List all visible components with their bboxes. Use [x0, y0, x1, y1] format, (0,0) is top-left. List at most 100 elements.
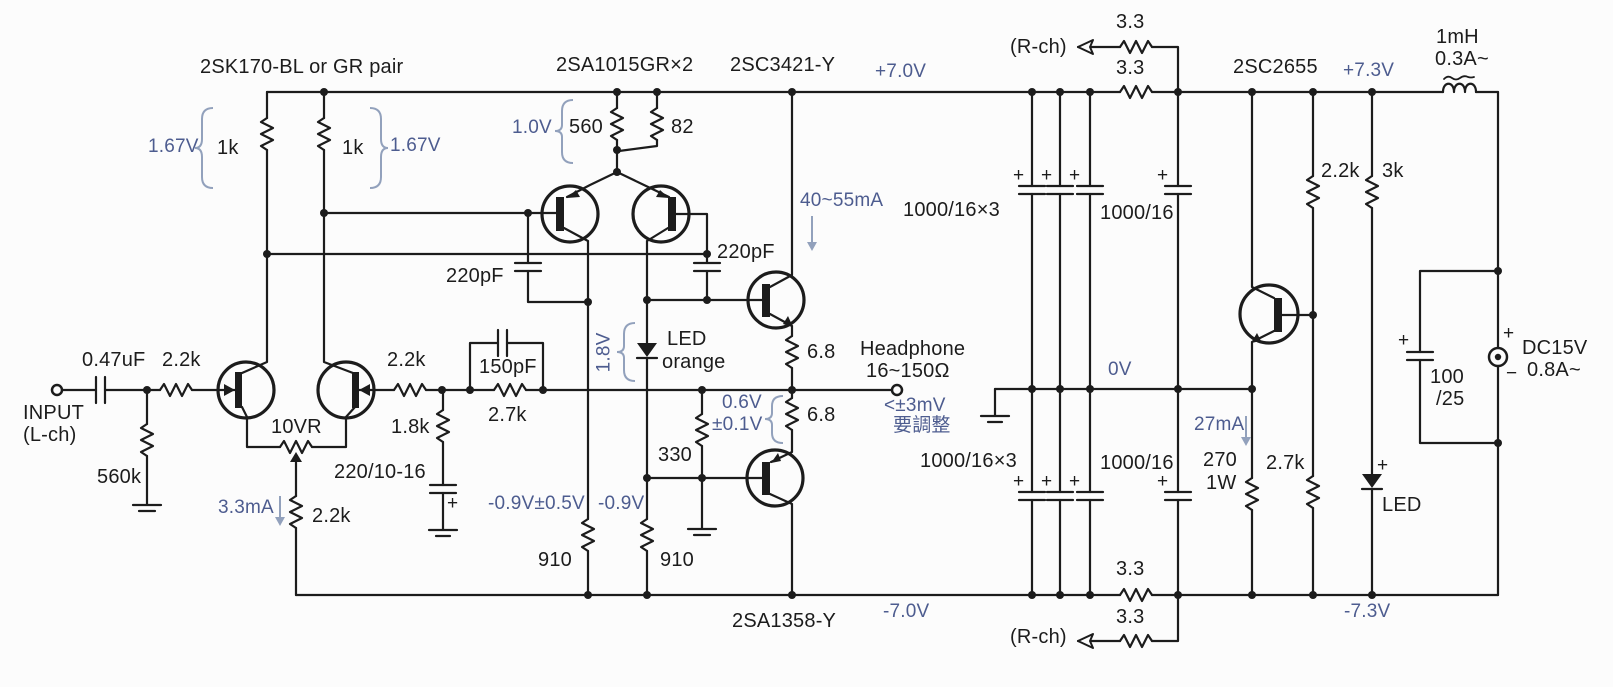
current-arrows [275, 216, 1251, 526]
label-headphone-2: 16~150Ω [866, 360, 950, 382]
npn-regulator-body [1238, 283, 1300, 345]
label-gate2-resistor: 2.2k [387, 349, 426, 371]
plus-cap-top-2: + [1041, 165, 1053, 186]
label-link-r-bot2: 3.3 [1116, 606, 1145, 628]
label-bias-led-2: orange [662, 351, 726, 373]
label-input-pair: 2SK170-BL or GR pair [200, 56, 404, 78]
label-headphone-1: Headphone [860, 338, 966, 360]
pnp-vas-left-body [540, 184, 600, 244]
label-gnd-cap: 220/10-16 [334, 461, 426, 483]
plus-pilot-led: + [1377, 455, 1389, 476]
jfet-q2-body [316, 360, 376, 420]
label-output-current: 40~55mA [800, 190, 884, 211]
plus-cap-top-3: + [1069, 165, 1081, 186]
plus-reservoir-cap: + [1398, 330, 1410, 351]
label-rch-top: (R-ch) [1010, 36, 1067, 58]
label-rail-top-right: +7.3V [1343, 60, 1395, 81]
label-base-pull: 330 [658, 444, 692, 466]
label-vas-v-right: -0.9V [598, 493, 645, 514]
label-choke-1: 1mH [1436, 26, 1479, 48]
label-reservoir-2: /25 [1436, 388, 1465, 410]
rch-bottom-arrow-icon [1077, 633, 1094, 649]
label-drain-r-left: 1k [217, 137, 239, 159]
measure-braces [194, 99, 784, 444]
label-gnd-resistor: 1.8k [391, 416, 430, 438]
plus-cap-bot-3: + [1069, 471, 1081, 492]
minus-dc-jack: − [1506, 363, 1518, 384]
label-emitter-v-tol: ±0.1V [712, 414, 763, 435]
label-single-top: 1000/16 [1100, 202, 1174, 224]
label-bias-led-v: 1.8V [593, 332, 615, 373]
label-emitter-r-left: 560 [569, 116, 603, 138]
label-vas-v-left: -0.9V±0.5V [488, 493, 585, 514]
wire-layer [60, 39, 1500, 649]
label-rail-top: +7.0V [875, 61, 927, 82]
pnp-driver-body [745, 448, 805, 508]
jfet-q1-body [216, 360, 276, 420]
label-load-left: 910 [538, 549, 572, 571]
label-emitter-r-top: 6.8 [807, 341, 836, 363]
bias-led-icon [637, 343, 657, 357]
plus-cap-bot-2: + [1041, 471, 1053, 492]
label-link-r-bot1: 3.3 [1116, 558, 1145, 580]
label-bank-bottom: 1000/16×3 [920, 450, 1017, 472]
label-offset-note: 要調整 [893, 415, 951, 436]
label-bias-led-1: LED [667, 328, 707, 350]
label-reg-base-r-top: 2.2k [1321, 160, 1360, 182]
label-drain-v-right: 1.67V [390, 135, 441, 156]
plus-cap-top-4: + [1157, 165, 1169, 186]
headphone-terminal [890, 383, 904, 397]
label-emitter-v: 1.0V [512, 117, 552, 138]
label-drain-r-right: 1k [342, 137, 364, 159]
label-fb-resistor: 2.7k [488, 404, 527, 426]
label-choke-2: 0.3A~ [1435, 48, 1489, 70]
label-miller-right: 220pF [717, 241, 775, 263]
label-pilot-led: LED [1382, 494, 1422, 516]
input-terminal [50, 383, 64, 397]
label-miller-left: 220pF [446, 265, 504, 287]
label-reg-base-r-bottom: 2.7k [1266, 452, 1305, 474]
choke-coil-icon [1441, 75, 1478, 94]
label-fb-cap: 150pF [479, 356, 537, 378]
rch-top-arrow-icon [1077, 39, 1094, 55]
label-reg-bleed-r: 3k [1382, 160, 1404, 182]
label-drain-v-left: 1.67V [148, 136, 199, 157]
label-vas-pair: 2SA1015GR×2 [556, 54, 694, 76]
label-rail-mid: 0V [1108, 359, 1132, 380]
plus-cap-top-1: + [1013, 165, 1025, 186]
label-tail-current: 3.3mA [218, 497, 274, 518]
lead-arrows [224, 190, 1261, 463]
label-bank-top: 1000/16×3 [903, 199, 1000, 221]
label-offset: <±3mV [884, 395, 946, 416]
label-trim-pot: 10VR [271, 416, 322, 438]
npn-driver-body [746, 270, 806, 330]
transistor-bars [235, 197, 1282, 495]
label-emitter-r-bottom: 6.8 [807, 404, 836, 426]
pnp-vas-right-body [631, 184, 691, 244]
junction-dots [143, 88, 1502, 599]
label-reg-emitter-r2: 1W [1206, 472, 1237, 494]
label-rail-bottom: -7.0V [883, 601, 930, 622]
label-tail-resistor: 2.2k [312, 505, 351, 527]
label-coupling-cap: 0.47uF [82, 349, 146, 371]
label-supply-2: 0.8A~ [1527, 359, 1581, 381]
label-input-1: INPUT [23, 402, 84, 424]
label-input-2: (L-ch) [23, 424, 77, 446]
label-supply-1: DC15V [1522, 337, 1588, 359]
label-rail-bottom-right: -7.3V [1344, 601, 1391, 622]
plus-dc-jack: + [1503, 323, 1515, 344]
label-link-r-top1: 3.3 [1116, 11, 1145, 33]
label-shunt-resistor: 560k [97, 466, 142, 488]
plus-cap-bot-1: + [1013, 471, 1025, 492]
label-reg-current: 27mA [1194, 414, 1245, 435]
label-emitter-v2: 0.6V [722, 392, 762, 413]
label-reg-emitter-r1: 270 [1203, 449, 1237, 471]
plus-gnd-cap: + [447, 493, 459, 514]
label-driver-pnp: 2SA1358-Y [732, 610, 837, 632]
label-regulator-npn: 2SC2655 [1233, 56, 1318, 78]
pilot-led-icon [1362, 474, 1382, 488]
label-driver-npn: 2SC3421-Y [730, 54, 836, 76]
label-emitter-r-right: 82 [671, 116, 694, 138]
